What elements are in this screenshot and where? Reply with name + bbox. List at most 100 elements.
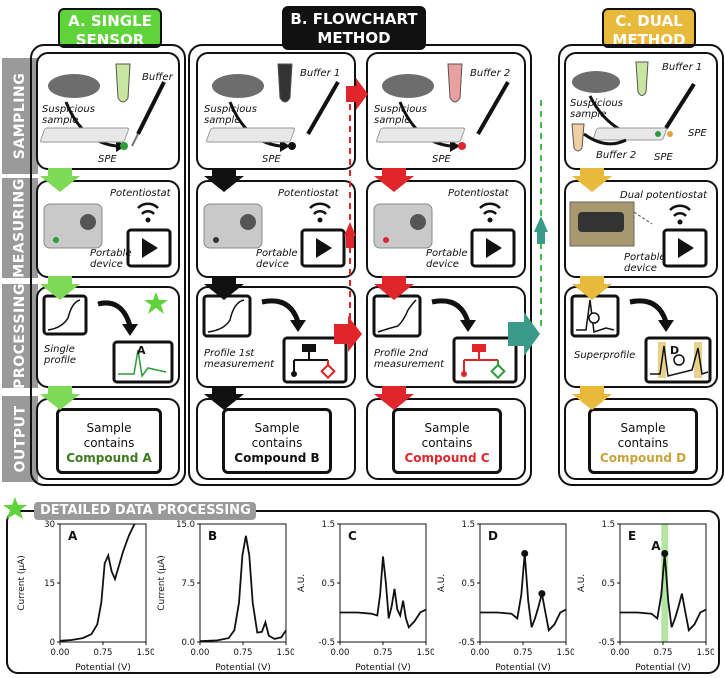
series-line [340, 556, 426, 630]
measuring-cell-b1: Potentiostat Portable device [196, 180, 356, 278]
panel-label: E [628, 529, 636, 543]
y-axis-label: A.U. [577, 574, 587, 592]
sampling-cell-c: Suspicious sample Buffer 1 Buffer 2 SPE … [564, 52, 718, 170]
sampling-c-sample-label: Suspicious sample [570, 98, 623, 120]
peak-marker [661, 550, 669, 557]
output-c-line1: Sample [424, 421, 470, 435]
x-tick-label: 0.00 [611, 648, 630, 658]
peak-marker [538, 590, 546, 598]
y-tick-label: -0.5 [598, 638, 615, 648]
output-cell-b: Sample contains Compound B [196, 398, 356, 480]
processing-c-label: Superprofile [574, 350, 636, 361]
x-tick-label: 1.50 [697, 648, 714, 658]
sampling-b1-spe-label: SPE [262, 154, 281, 165]
y-tick-label: 7.5 [181, 579, 195, 589]
x-axis-label: Potential (V) [635, 663, 690, 673]
processing-illustration-b1 [202, 294, 348, 384]
row-label-measuring: MEASURING [2, 178, 38, 278]
series-line [480, 553, 566, 633]
output-c-compound: Compound C [404, 451, 490, 465]
arrow-group-b1 [204, 168, 244, 410]
panel-label: A [68, 529, 78, 543]
measuring-b1-device-label: Portable device [256, 248, 298, 270]
potentiostat-icon-a [43, 202, 172, 268]
measuring-b1-instrument-label: Potentiostat [278, 188, 339, 199]
detail-title: DETAILED DATA PROCESSING [40, 503, 251, 518]
output-tablet-a: Sample contains Compound A [56, 408, 162, 474]
sampling-illustration-c [571, 61, 696, 152]
highlight-band [661, 524, 669, 642]
column-c-frame [558, 44, 724, 486]
sampling-c-buffer2-label: Buffer 2 [596, 150, 637, 161]
x-tick-label: 0.00 [191, 648, 210, 658]
processing-illustration-b2 [372, 294, 518, 384]
x-tick-label: 1.50 [557, 648, 574, 658]
x-axis-label: Potential (V) [75, 663, 130, 673]
x-tick-label: 0.75 [654, 648, 673, 658]
x-tick-label: 0.75 [374, 648, 393, 658]
panel-label: C [348, 529, 357, 543]
potentiostat-icon-b1 [203, 202, 346, 268]
row-label-output: OUTPUT [2, 396, 38, 482]
sampling-b2-buffer-label: Buffer 2 [470, 68, 511, 79]
output-cell-a: Sample contains Compound A [36, 398, 180, 480]
arrow-group-c [572, 168, 612, 410]
row-label-sampling: SAMPLING [2, 58, 38, 174]
flow-arrows [40, 78, 612, 410]
output-tablet-b: Sample contains Compound B [222, 408, 332, 474]
output-d-line1: Sample [620, 421, 666, 435]
panel-label: D [488, 529, 498, 543]
y-tick-label: -0.5 [458, 638, 475, 648]
column-b-frame [188, 44, 532, 486]
measuring-b2-device-label: Portable device [426, 248, 468, 270]
processing-b1-label: Profile 1st measurement [204, 348, 274, 370]
output-tablet-c: Sample contains Compound C [392, 408, 502, 474]
sampling-b2-spe-label: SPE [432, 154, 451, 165]
sampling-b1-sample-label: Suspicious sample [204, 104, 257, 126]
processing-c-tag: D [670, 344, 680, 357]
panel-label: B [208, 529, 217, 543]
processing-a-tag: A [137, 344, 146, 357]
x-tick-label: 0.00 [331, 648, 350, 658]
y-tick-label: 1.5 [461, 520, 475, 530]
x-tick-label: 0.00 [471, 648, 490, 658]
series-line [620, 553, 706, 633]
y-tick-label: -0.5 [318, 638, 335, 648]
dual-potentiostat-icon [569, 201, 708, 268]
measuring-b2-instrument-label: Potentiostat [448, 188, 509, 199]
sampling-a-buffer-label: Buffer [142, 72, 173, 83]
measuring-c-device-label: Portable device [624, 252, 666, 274]
x-tick-label: 0.75 [514, 648, 533, 658]
sampling-a-sample-label: Suspicious sample [42, 104, 95, 126]
output-c-line2: contains [421, 436, 473, 450]
sampling-cell-b2: Suspicious sample Buffer 2 SPE [366, 52, 526, 170]
series-line [60, 524, 136, 642]
output-a-line1: Sample [86, 421, 132, 435]
sampling-c-spe2-label: SPE [654, 152, 673, 163]
processing-b2-label: Profile 2nd measurement [374, 348, 444, 370]
y-axis-label: A.U. [297, 574, 307, 592]
column-a-title: A. SINGLE SENSOR [58, 8, 162, 49]
y-axis-label: A.U. [437, 574, 447, 592]
sampling-illustration-a [40, 63, 166, 152]
output-tablet-d: Sample contains Compound D [588, 408, 698, 474]
y-tick-label: 30 [44, 520, 55, 530]
x-tick-label: 0.00 [51, 648, 70, 658]
output-d-line2: contains [617, 436, 669, 450]
detail-star-icon [3, 497, 27, 519]
detail-title-badge: DETAILED DATA PROCESSING [34, 502, 256, 520]
processing-a-label: Single profile [44, 344, 76, 366]
arrow-group-a [40, 168, 80, 410]
processing-cell-b2: Profile 2nd measurement [366, 286, 526, 388]
sampling-b1-buffer-label: Buffer 1 [300, 68, 341, 79]
measuring-a-device-label: Portable device [90, 248, 132, 270]
y-tick-label: 0.5 [601, 579, 615, 589]
y-tick-label: 0 [50, 638, 55, 648]
potentiostat-icon-b2 [373, 202, 516, 268]
sampling-cell-a: Suspicious sample Buffer SPE [36, 52, 180, 170]
column-b-title: B. FLOWCHART METHOD [282, 6, 426, 50]
